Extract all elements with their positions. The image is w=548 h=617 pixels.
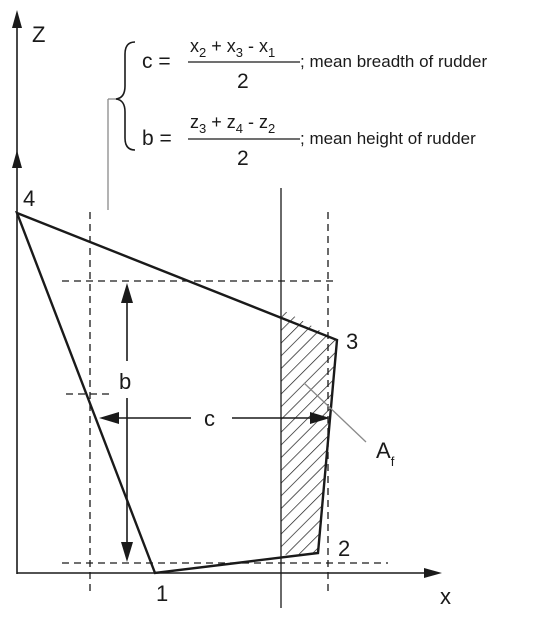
- rudder-outline: [14, 210, 339, 575]
- c-arrow-right-icon: [310, 412, 330, 424]
- formula-b-denominator: 2: [237, 147, 249, 170]
- formula-c-numerator: x2 + x3 - x1: [190, 36, 275, 60]
- b-arrow-down-icon: [121, 542, 133, 562]
- c-arrow-left-icon: [99, 412, 119, 424]
- dashed-reference-lines: [62, 212, 388, 592]
- point-2-label: 2: [338, 536, 350, 561]
- x-axis-arrow-icon: [424, 568, 442, 578]
- formula-bracket-leader: [107, 98, 118, 210]
- point-1-label: 1: [156, 581, 168, 606]
- point-4-label: 4: [23, 186, 35, 211]
- z-axis-arrow-icon: [12, 10, 22, 28]
- c-dimension: c: [99, 406, 330, 431]
- af-leader-line: [303, 382, 367, 443]
- formula-c-lhs: c =: [142, 50, 171, 73]
- b-label: b: [119, 369, 131, 394]
- formula-b-numerator: z3 + z4 - z2: [190, 112, 275, 136]
- z-axis-mid-arrow-icon: [12, 150, 22, 168]
- formula-b-lhs: b =: [142, 127, 172, 150]
- formula-c-description: ; mean breadth of rudder: [300, 52, 487, 71]
- z-axis: Z: [12, 10, 45, 574]
- b-dimension: b: [119, 283, 133, 562]
- formula-brace: [115, 41, 136, 151]
- formula-b-description: ; mean height of rudder: [300, 129, 476, 148]
- z-axis-label: Z: [32, 22, 45, 47]
- formula-b: b = z3 + z4 - z2 2 ; mean height of rudd…: [142, 112, 476, 170]
- x-axis-label: x: [440, 584, 451, 609]
- formula-c-denominator: 2: [237, 70, 249, 93]
- formula-c: c = x2 + x3 - x1 2 ; mean breadth of rud…: [142, 36, 487, 93]
- point-3-label: 3: [346, 329, 358, 354]
- x-axis: x: [17, 568, 451, 609]
- af-label: Af: [376, 438, 395, 469]
- b-arrow-up-icon: [121, 283, 133, 303]
- c-label: c: [204, 406, 215, 431]
